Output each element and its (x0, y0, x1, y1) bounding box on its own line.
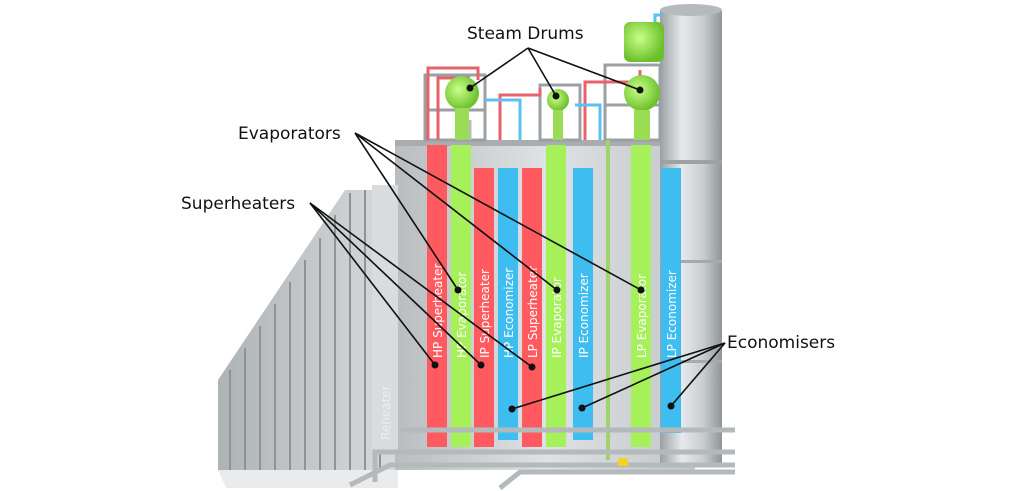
evaporators-callout: Evaporators (238, 124, 341, 144)
leader-dots (431, 84, 675, 413)
reheater-section: Reheater (372, 185, 398, 450)
steam-drums (445, 22, 664, 140)
hp-economizer-bank (498, 168, 518, 440)
ip-economizer-bank (573, 168, 593, 440)
economisers-callout: Economisers (727, 333, 835, 353)
reheater-label: Reheater (379, 385, 393, 440)
tube-labels: HP Superheater HP Evaporator IP Superhea… (431, 264, 679, 358)
tube-banks (427, 140, 681, 460)
hp-economizer-label: HP Economizer (502, 268, 516, 358)
lp-steam-drum (624, 75, 660, 111)
lp-evaporator-bank (631, 145, 651, 447)
superheaters-callout: Superheaters (181, 194, 295, 214)
ip-superheater-label: IP Superheater (478, 269, 492, 358)
ip-evaporator-label: IP Evaporator (550, 277, 564, 358)
hp-evaporator-bank (451, 145, 471, 447)
lp-economizer-bank (661, 168, 681, 433)
ip-economizer-label: IP Economizer (577, 273, 591, 358)
leader-lines (309, 47, 726, 410)
deaerator-tank (624, 22, 664, 62)
inlet-duct (218, 190, 398, 488)
hp-steam-drum (445, 76, 479, 110)
steam-drums-callout: Steam Drums (467, 24, 584, 44)
ip-evaporator-bank (546, 145, 566, 447)
lp-superheater-label: LP Superheater (526, 266, 540, 358)
ip-steam-drum (547, 89, 569, 111)
lp-economizer-label: LP Economizer (665, 270, 679, 358)
hp-superheater-label: HP Superheater (431, 264, 445, 358)
lp-superheater-bank (522, 168, 542, 447)
lp-evaporator-label: LP Evaporator (635, 274, 649, 358)
